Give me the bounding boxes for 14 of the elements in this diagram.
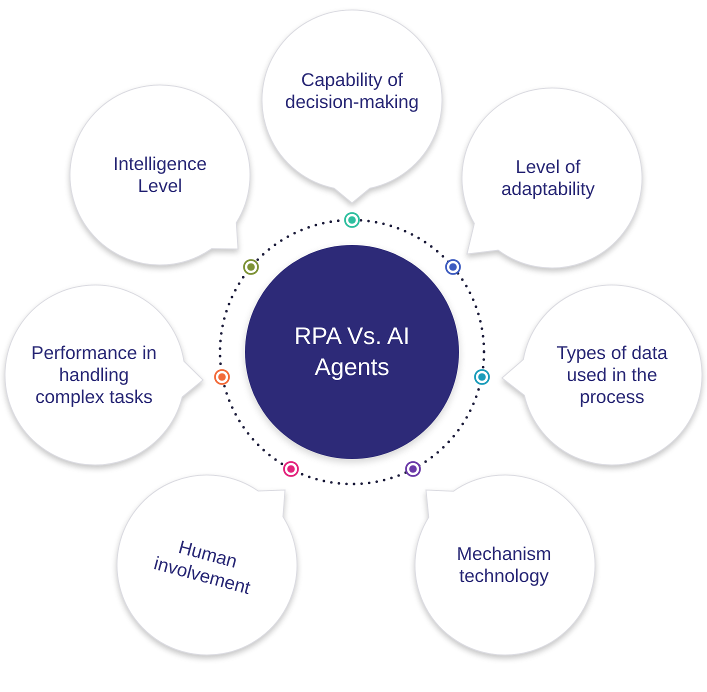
bubble-text: Mechanism technology: [456, 543, 552, 587]
bubble-text: Capability of decision-making: [284, 69, 420, 113]
speech-bubble: [70, 85, 250, 265]
bubble-text: Performance in handling complex tasks: [30, 342, 158, 408]
speech-bubble: [117, 475, 297, 655]
speech-bubble: [5, 285, 203, 465]
bubble-text: Types of data used in the process: [556, 342, 668, 408]
speech-bubble: [415, 475, 595, 655]
bubble-text: Intelligence Level: [112, 153, 208, 197]
speech-bubble: [502, 285, 702, 465]
speech-bubble: [462, 88, 642, 268]
speech-bubble: [262, 10, 442, 203]
bubble-text: Level of adaptability: [500, 156, 596, 200]
hub-title: RPA Vs. AI Agents: [294, 322, 410, 383]
